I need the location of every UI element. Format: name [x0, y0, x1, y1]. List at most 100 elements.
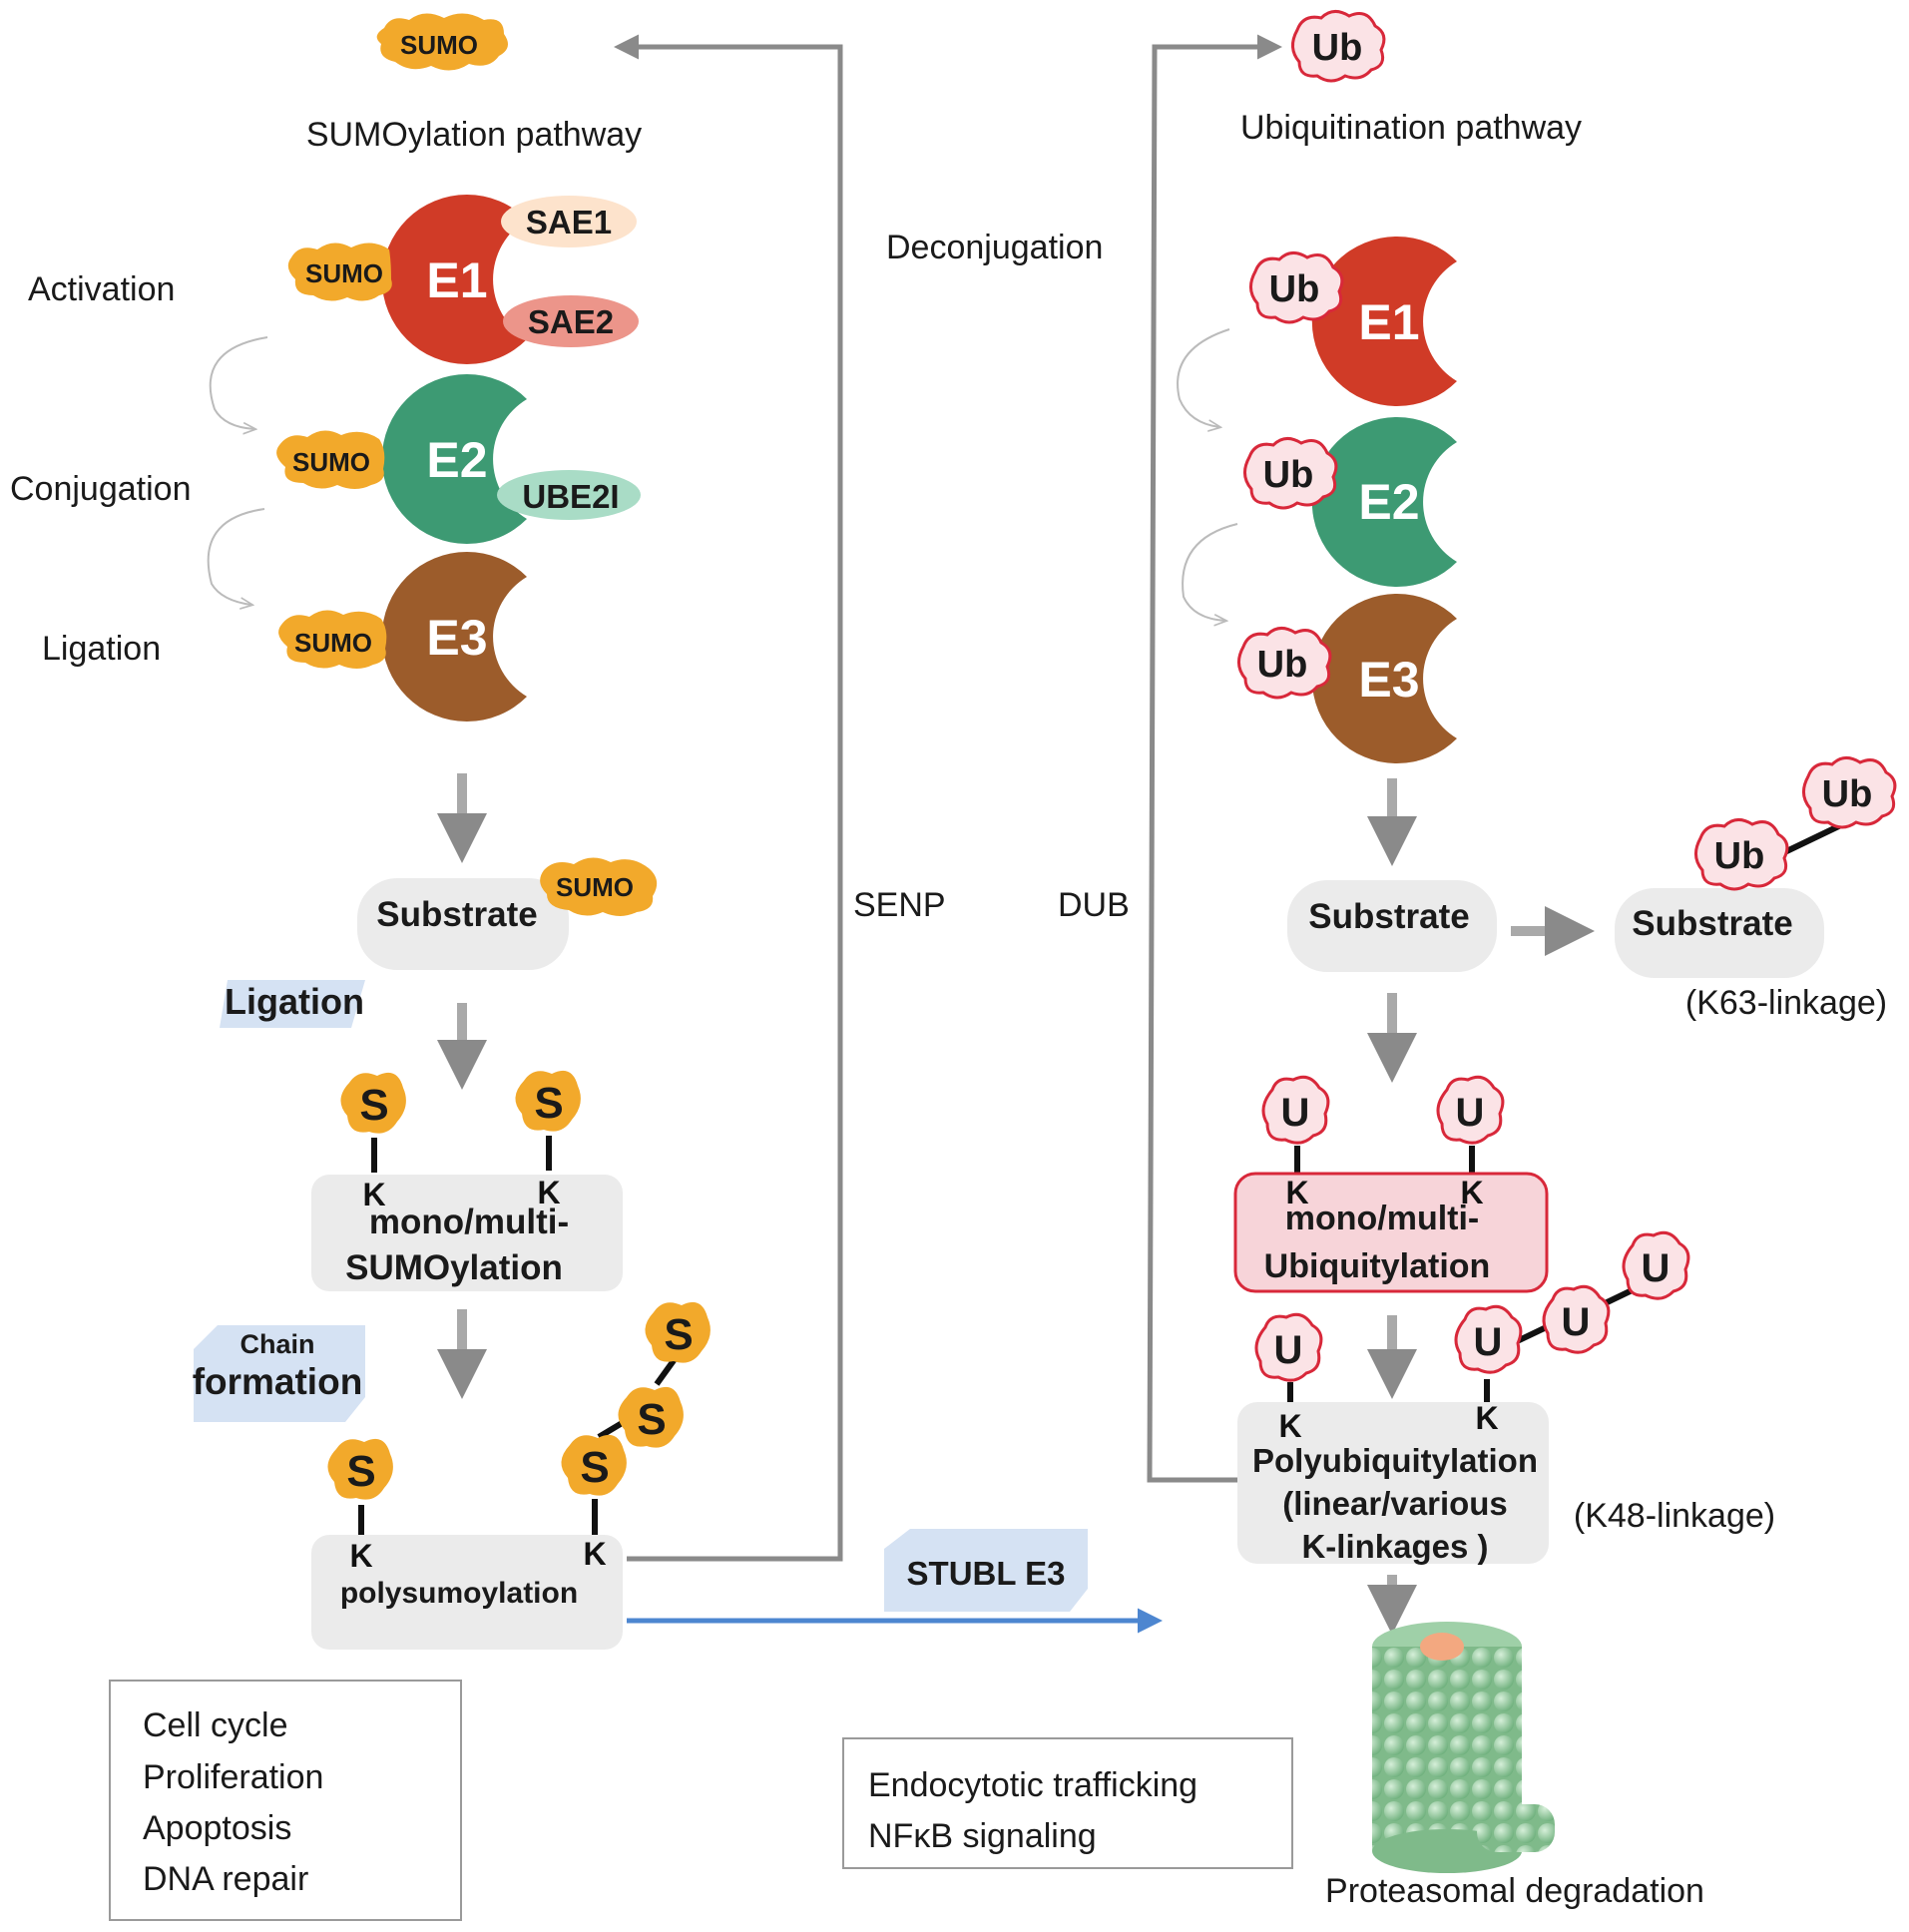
function-item: Proliferation — [143, 1758, 323, 1796]
svg-text:SAE2: SAE2 — [528, 303, 614, 340]
polyubiquitylation-box: U U U U K K Polyubiquitylation (linear/v… — [1237, 1230, 1690, 1565]
ub-u-node: U — [1622, 1230, 1690, 1300]
ub-node: Ub — [1802, 756, 1897, 829]
sae2-subunit — [503, 295, 639, 347]
svg-text:K: K — [1475, 1400, 1498, 1436]
svg-text:polysumoylation: polysumoylation — [340, 1577, 578, 1610]
svg-text:Ub: Ub — [1312, 27, 1363, 69]
function-item: NFκB signaling — [868, 1817, 1097, 1855]
ub-u-node: U — [1254, 1312, 1323, 1382]
svg-text:K-linkages ): K-linkages ) — [1301, 1528, 1488, 1565]
svg-text:K: K — [349, 1538, 372, 1574]
senp-label: SENP — [853, 886, 946, 924]
svg-text:E3: E3 — [426, 610, 487, 666]
proteasome-icon — [1372, 1622, 1555, 1873]
sumo-e1-enzyme: SUMO E1 SAE1 SAE2 — [287, 195, 639, 364]
svg-text:Substrate: Substrate — [1308, 897, 1469, 936]
function-item: Endocytotic trafficking — [868, 1766, 1197, 1804]
svg-text:S: S — [346, 1447, 375, 1496]
svg-text:Ub: Ub — [1269, 268, 1320, 310]
chain-formation-tag: Chain formation — [193, 1325, 365, 1422]
svg-text:Ligation: Ligation — [225, 981, 364, 1022]
svg-text:Ub: Ub — [1257, 644, 1308, 686]
sumo-s-node: S — [340, 1072, 406, 1134]
ub-e3-enzyme: Ub E3 — [1237, 594, 1457, 763]
sumo-substrate: Substrate SUMO — [357, 857, 658, 970]
deconjugation-label: Deconjugation — [886, 229, 1103, 266]
ub-e1-enzyme: Ub E1 — [1249, 237, 1457, 406]
ub-node: Ub — [1694, 818, 1789, 891]
svg-text:S: S — [664, 1310, 693, 1359]
ub-e1-to-e2-arrow — [1177, 328, 1230, 427]
svg-text:SUMO: SUMO — [292, 447, 370, 477]
ub-u-node: U — [1261, 1075, 1330, 1145]
sumo-s-node: S — [515, 1070, 581, 1132]
svg-text:U: U — [1281, 1091, 1310, 1135]
ub-e2-to-e3-arrow — [1182, 523, 1238, 621]
function-item: Apoptosis — [143, 1809, 291, 1847]
ub-substrate: Substrate — [1287, 880, 1497, 972]
svg-text:Chain: Chain — [239, 1329, 314, 1359]
k63-linkage-label: (K63-linkage) — [1685, 984, 1887, 1022]
svg-text:UBE2I: UBE2I — [522, 478, 619, 515]
polysumoylation-box: S S S S K K polysumoylation — [311, 1301, 711, 1650]
mono-ubiquitylation-box: U U K K mono/multi- Ubiquitylation — [1233, 1075, 1549, 1293]
svg-text:K: K — [583, 1536, 606, 1572]
svg-text:SUMOylation: SUMOylation — [345, 1248, 563, 1287]
step-ligation: Ligation — [42, 630, 161, 668]
svg-text:E1: E1 — [426, 252, 487, 308]
svg-text:U: U — [1562, 1300, 1591, 1344]
svg-text:Ub: Ub — [1714, 835, 1765, 877]
sumo-functions-box: Cell cycle Proliferation Apoptosis DNA r… — [109, 1680, 462, 1921]
svg-text:SUMO: SUMO — [305, 258, 383, 288]
ub-u-node: U — [1436, 1075, 1505, 1145]
sumo-pathway-title: SUMOylation pathway — [306, 116, 642, 154]
mono-sumoylation-box: S S K K mono/multi- SUMOylation — [311, 1070, 623, 1291]
svg-text:SAE1: SAE1 — [526, 204, 612, 241]
svg-text:K: K — [1460, 1175, 1483, 1210]
svg-text:SUMO: SUMO — [556, 872, 634, 902]
svg-text:mono/multi-: mono/multi- — [1285, 1200, 1480, 1237]
ub-top-tag: Ub — [1291, 10, 1386, 83]
sumo-e2-enzyme: SUMO E2 UBE2I — [276, 374, 641, 545]
svg-text:S: S — [534, 1079, 563, 1128]
proteasomal-degradation-label: Proteasomal degradation — [1325, 1872, 1704, 1910]
sumo-s-node: S — [618, 1386, 684, 1448]
ub-pathway-title: Ubiquitination pathway — [1240, 109, 1582, 147]
svg-text:E2: E2 — [1358, 474, 1419, 530]
sumo-s-node: S — [645, 1301, 711, 1363]
ligation-tag: Ligation — [220, 980, 365, 1028]
svg-text:S: S — [580, 1443, 609, 1492]
svg-text:SUMO: SUMO — [294, 628, 372, 658]
k48-linkage-label: (K48-linkage) — [1574, 1497, 1775, 1535]
function-item: Cell cycle — [143, 1706, 287, 1744]
svg-text:U: U — [1456, 1091, 1485, 1135]
svg-text:Ubiquitylation: Ubiquitylation — [1264, 1247, 1491, 1285]
svg-text:K: K — [1278, 1408, 1301, 1444]
svg-text:U: U — [1642, 1246, 1670, 1290]
function-item: DNA repair — [143, 1860, 308, 1898]
activation-to-conjugation-arrow — [209, 336, 268, 429]
svg-text:S: S — [637, 1395, 666, 1444]
senp-deconjugation-arrow — [614, 34, 843, 1562]
step-activation: Activation — [28, 270, 175, 308]
svg-text:K: K — [362, 1177, 385, 1212]
ub-substrate-k63: Substrate Ub Ub — [1615, 756, 1897, 978]
ub-u-node: U — [1454, 1304, 1523, 1374]
svg-text:E1: E1 — [1358, 294, 1419, 350]
conjugation-to-ligation-arrow — [207, 508, 265, 605]
svg-text:mono/multi-: mono/multi- — [369, 1203, 569, 1241]
step-conjugation: Conjugation — [10, 470, 191, 508]
svg-text:K: K — [1285, 1175, 1308, 1210]
svg-text:SUMO: SUMO — [400, 30, 478, 60]
sumo-s-node: S — [327, 1438, 393, 1500]
svg-text:U: U — [1274, 1328, 1303, 1372]
svg-text:(linear/various: (linear/various — [1282, 1485, 1508, 1522]
svg-text:E3: E3 — [1358, 652, 1419, 708]
dub-label: DUB — [1058, 886, 1130, 924]
svg-text:S: S — [359, 1081, 388, 1130]
svg-text:Polyubiquitylation: Polyubiquitylation — [1252, 1442, 1538, 1479]
sae1-subunit — [501, 196, 637, 247]
svg-text:STUBL E3: STUBL E3 — [907, 1555, 1066, 1592]
